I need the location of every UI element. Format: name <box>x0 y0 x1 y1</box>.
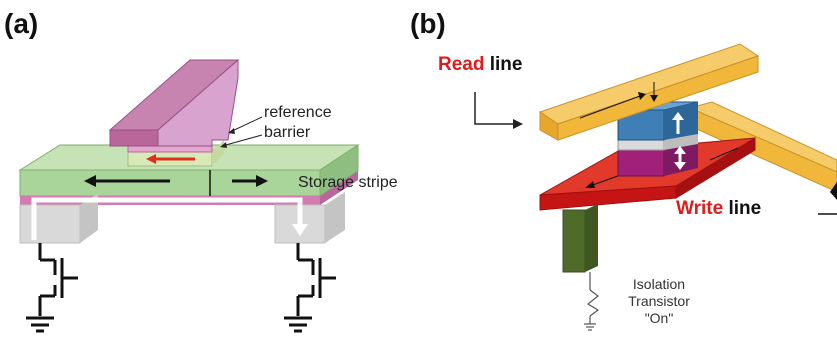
current-arrowhead <box>292 224 308 236</box>
storage-stripe-front <box>19 169 321 197</box>
write-line-word-write: Write <box>676 198 724 219</box>
reference-bar-front <box>109 129 159 147</box>
write-line-current-arrow-right <box>709 147 739 161</box>
mtj-purple-layer <box>617 147 665 177</box>
isolation-transistor-symbol <box>586 272 600 324</box>
pillar-front <box>562 209 586 273</box>
barrier-pointer <box>221 134 263 147</box>
current-path-arrow <box>31 197 303 240</box>
left-ground-icon <box>26 316 54 333</box>
right-edge-triangle <box>830 182 837 200</box>
left-transistor-symbol <box>38 243 78 316</box>
write-line-label: Write line <box>676 198 761 220</box>
right-contact-side <box>325 192 345 243</box>
storage-stripe-label: Storage stripe <box>298 174 398 191</box>
read-line-word-read: Read <box>438 54 485 75</box>
right-transistor-symbol <box>296 243 336 316</box>
read-line-label: Read line <box>438 54 522 76</box>
read-line-side <box>557 55 759 141</box>
isolation-transistor-label: Isolation Transistor "On" <box>614 276 704 327</box>
reference-bar-side <box>157 58 239 147</box>
left-contact <box>19 204 81 244</box>
write-line-side <box>675 137 756 199</box>
panel-b-label: (b) <box>410 8 446 39</box>
isolation-line1: Isolation <box>632 276 686 292</box>
barrier-label: barrier <box>264 124 311 141</box>
read-line-input-arrow <box>474 92 515 125</box>
domain-left-arrowhead <box>84 175 96 187</box>
panel-a-label: (a) <box>4 8 39 39</box>
free-layer-arrowhead <box>146 154 156 164</box>
write-line-word-line: line <box>723 198 762 219</box>
domain-right-arrowhead <box>256 175 268 187</box>
pink-underlayer-side <box>320 171 358 205</box>
read-line-current-arrow <box>579 95 641 119</box>
isolation-line2: Transistor <box>628 293 690 309</box>
reference-pointer <box>229 116 263 133</box>
isolation-line3: "On" <box>644 310 674 326</box>
pillar-side <box>585 204 598 272</box>
read-line-word-line: line <box>484 54 523 75</box>
left-contact-side <box>80 193 98 243</box>
isolation-ground-icon <box>584 323 596 331</box>
right-ground-icon <box>284 316 312 333</box>
reference-label: reference <box>264 104 332 121</box>
